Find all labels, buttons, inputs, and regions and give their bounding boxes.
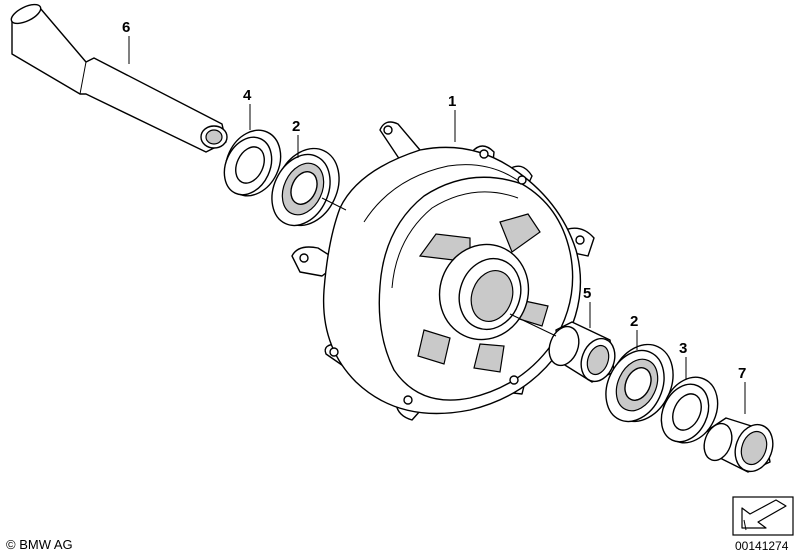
- part-1-hub-housing[interactable]: [291, 121, 595, 421]
- callout-1: 1: [448, 93, 456, 110]
- part-5-spacer-sleeve[interactable]: [544, 321, 621, 386]
- callout-6: 6: [122, 19, 130, 36]
- part-2-bearing-right[interactable]: [595, 334, 685, 432]
- leader-lines: [128, 36, 746, 414]
- callout-3: 3: [679, 340, 687, 357]
- part-4-seal-ring[interactable]: [215, 121, 291, 205]
- copyright-text: © BMW AG: [6, 537, 73, 552]
- document-number: 00141274: [735, 539, 789, 553]
- callout-4: 4: [243, 87, 252, 104]
- callout-7: 7: [738, 365, 746, 382]
- callout-5: 5: [583, 285, 591, 302]
- callout-labels: 6 4 2 1 5 2 3 7: [122, 19, 746, 382]
- part-6-sleeve[interactable]: [9, 1, 228, 153]
- callout-2-left: 2: [292, 118, 300, 135]
- part-7-end-sleeve[interactable]: [699, 417, 779, 477]
- callout-2-right: 2: [630, 313, 638, 330]
- part-2-bearing-left[interactable]: [261, 138, 351, 236]
- part-3-seal-ring[interactable]: [652, 368, 728, 452]
- direction-arrow-icon: [732, 496, 794, 536]
